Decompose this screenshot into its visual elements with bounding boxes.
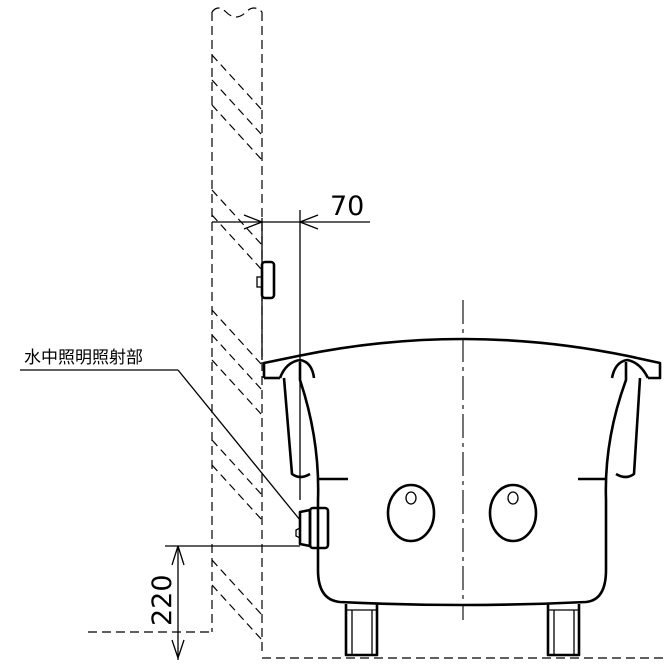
right-jet [488, 483, 538, 543]
dimension-70-text: 70 [330, 191, 364, 222]
right-leg [546, 604, 581, 657]
wall-hatching [211, 54, 263, 641]
wall [211, 7, 263, 655]
dimension-70: 70 [212, 191, 370, 500]
underwater-light [295, 506, 330, 550]
left-leg [344, 604, 379, 657]
dimension-220: 220 [147, 545, 300, 660]
callout-leader [20, 369, 301, 521]
bathtub [262, 300, 662, 657]
wall-device [256, 260, 276, 300]
underwater-light-label: 水中照明照射部 [24, 348, 143, 368]
floor-line [88, 631, 665, 659]
left-jet [386, 483, 436, 543]
dimension-220-text: 220 [147, 574, 178, 626]
